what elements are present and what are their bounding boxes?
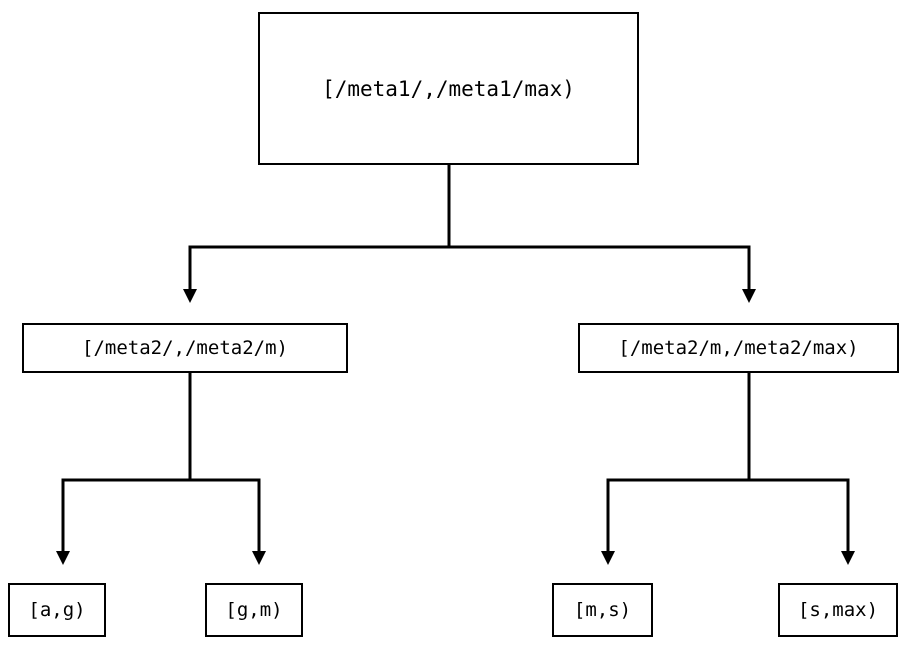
- node-mid-right-label: [/meta2/m,/meta2/max): [618, 337, 859, 359]
- node-root-label: [/meta1/,/meta1/max): [322, 76, 575, 101]
- node-leaf-3-label: [m,s): [573, 599, 632, 621]
- arrowhead-icon: [742, 289, 756, 303]
- node-mid-left[interactable]: [/meta2/,/meta2/m): [22, 323, 348, 373]
- edge-mid-left-to-leaf-1: [56, 373, 192, 565]
- edge-root-to-mid-right: [449, 245, 756, 303]
- node-leaf-4-label: [s,max): [797, 599, 879, 621]
- arrowhead-icon: [841, 551, 855, 565]
- edge-root-to-mid-left: [183, 165, 451, 303]
- node-root[interactable]: [/meta1/,/meta1/max): [258, 12, 639, 165]
- arrowhead-icon: [252, 551, 266, 565]
- node-mid-right[interactable]: [/meta2/m,/meta2/max): [578, 323, 899, 373]
- arrowhead-icon: [183, 289, 197, 303]
- node-leaf-3[interactable]: [m,s): [552, 583, 653, 637]
- node-leaf-2[interactable]: [g,m): [205, 583, 303, 637]
- edge-mid-left-to-leaf-2: [190, 478, 266, 565]
- edge-mid-right-to-leaf-3: [601, 373, 751, 565]
- node-leaf-1[interactable]: [a,g): [8, 583, 106, 637]
- node-mid-left-label: [/meta2/,/meta2/m): [82, 337, 288, 359]
- node-leaf-4[interactable]: [s,max): [778, 583, 898, 637]
- node-leaf-1-label: [a,g): [28, 599, 86, 621]
- arrowhead-icon: [601, 551, 615, 565]
- arrowhead-icon: [56, 551, 70, 565]
- edge-mid-right-to-leaf-4: [749, 478, 855, 565]
- node-leaf-2-label: [g,m): [225, 599, 283, 621]
